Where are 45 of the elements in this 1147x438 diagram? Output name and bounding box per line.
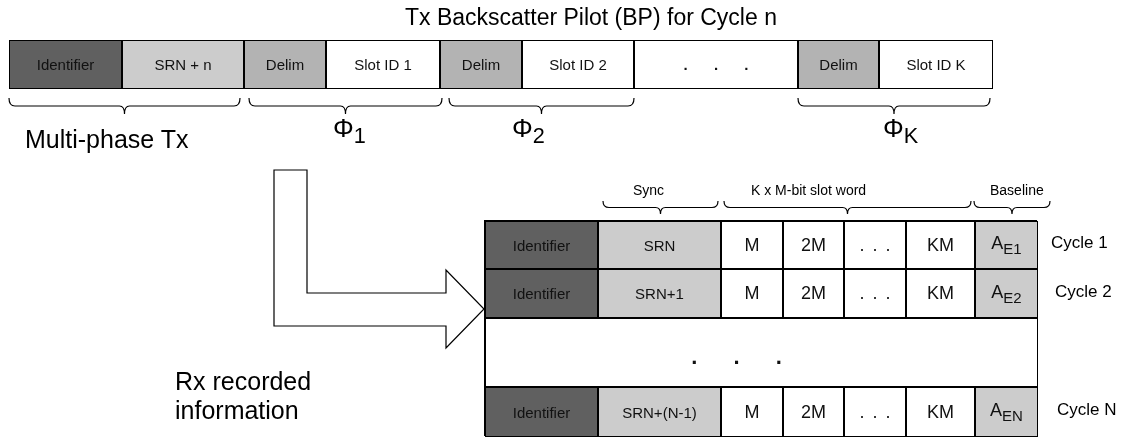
field-cell: . . . [634, 40, 798, 89]
table-cell: M [721, 387, 783, 437]
field-cell: Delim [798, 40, 879, 89]
table-cell: M [721, 269, 783, 318]
table-cell: Identifier [485, 387, 598, 437]
field-cell: Slot ID K [879, 40, 993, 89]
table-cell: SRN [598, 221, 721, 269]
table-cell: 2M [783, 221, 844, 269]
field-cell: Delim [440, 40, 522, 89]
section-label: Multi-phase Tx [25, 125, 189, 154]
table-cell: SRN+1 [598, 269, 721, 318]
table-cell: KM [906, 387, 975, 437]
table-cell: Identifier [485, 221, 598, 269]
table-frame [484, 220, 1037, 436]
table-cell: KM [906, 221, 975, 269]
row-label: Cycle 2 [1055, 282, 1112, 302]
field-cell: SRN + n [122, 40, 244, 89]
phase-label: Φ$_{K}$ [883, 113, 919, 150]
row-label: Cycle 1 [1051, 233, 1108, 253]
column-label: Baseline [990, 182, 1044, 198]
table-cell: M [721, 221, 783, 269]
column-label: K x M-bit slot word [751, 182, 867, 198]
field-cell: Slot ID 2 [522, 40, 634, 89]
table-cell: Identifier [485, 269, 598, 318]
field-cell: Delim [244, 40, 326, 89]
bent-block-arrow [273, 169, 485, 350]
table-cell: SRN+(N-1) [598, 387, 721, 437]
diagram-title: Tx Backscatter Pilot (BP) for Cycle n [405, 4, 777, 31]
table-cell: 2M [783, 387, 844, 437]
column-label: Sync [633, 182, 665, 198]
table-cell: 2M [783, 269, 844, 318]
field-cell: Identifier [9, 40, 122, 89]
phase-label: Φ$_{1}$ [333, 113, 366, 150]
table-cell: . . . [844, 221, 906, 269]
table-cell: . . . [844, 387, 906, 437]
field-cell: Slot ID 1 [326, 40, 440, 89]
row-label: Cycle N [1057, 400, 1117, 420]
phase-label: Φ$_{2}$ [512, 113, 545, 150]
table-cell: A$_{E2}$ [975, 269, 1038, 318]
table-cell: KM [906, 269, 975, 318]
table-cell: A$_{E1}$ [975, 221, 1038, 269]
table-cell: A$_{EN}$ [975, 387, 1038, 437]
section-label: Rx recorded information [175, 367, 313, 425]
table-cell: . . . [844, 269, 906, 318]
table-cell: . . . [485, 318, 1038, 387]
